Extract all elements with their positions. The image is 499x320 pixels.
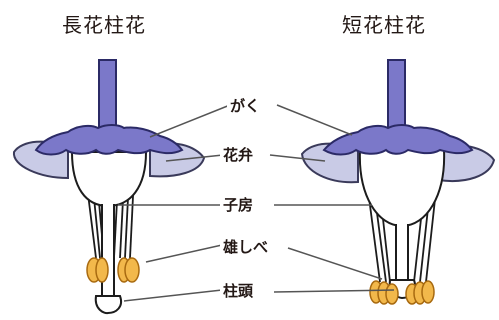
leader-calyx-left <box>150 105 230 137</box>
long-calyx <box>36 125 182 155</box>
long-ovary <box>72 152 146 206</box>
label-ovary: 子房 <box>220 196 256 214</box>
leader-stamen-left <box>146 245 222 262</box>
label-petal: 花弁 <box>220 146 256 164</box>
short-calyx <box>324 125 472 155</box>
leader-calyx-right <box>277 105 352 135</box>
short-style-flower <box>302 60 494 304</box>
leader-stamen-right <box>288 248 382 279</box>
long-stigma <box>96 296 121 313</box>
leader-stigma-left <box>124 290 222 301</box>
label-stigma: 柱頭 <box>220 282 256 300</box>
long-style-flower <box>14 60 204 313</box>
label-calyx: がく <box>227 97 263 115</box>
short-ovary <box>360 150 444 226</box>
label-stamen: 雄しべ <box>220 238 271 256</box>
